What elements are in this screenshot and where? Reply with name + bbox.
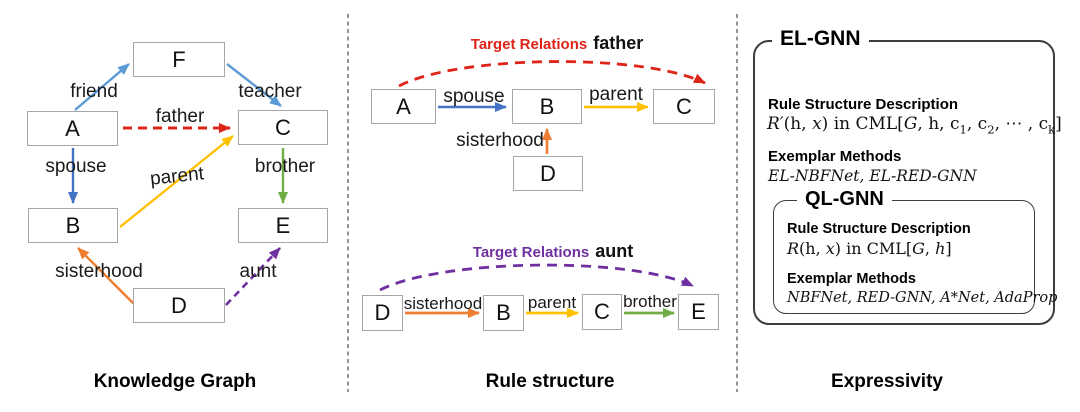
ql-gnn-methods-heading: Exemplar Methods bbox=[787, 271, 916, 287]
rule-aunt-node-b: B bbox=[483, 295, 524, 331]
kg-edge-sisterhood bbox=[77, 247, 137, 307]
rule-father-label-sisterhood: sisterhood bbox=[456, 130, 544, 151]
kg-edge-teacher bbox=[226, 63, 282, 107]
kg-node-b: B bbox=[28, 208, 118, 243]
el-gnn-title: EL-GNN bbox=[772, 27, 869, 52]
target-relation-name-aunt: aunt bbox=[595, 241, 634, 261]
rule-aunt-node-c: C bbox=[582, 294, 622, 330]
kg-label-friend: friend bbox=[70, 81, 118, 102]
kg-edge-parent bbox=[119, 135, 234, 228]
el-gnn-methods: EL-NBFNet, EL-RED-GNN bbox=[768, 167, 977, 185]
kg-label-father: father bbox=[155, 106, 205, 127]
ql-gnn-box bbox=[773, 200, 1035, 314]
rule-father-target-label: Target Relations father bbox=[471, 34, 643, 53]
target-relations-text-father: Target Relations bbox=[470, 36, 588, 53]
rule-father-label-parent: parent bbox=[589, 84, 643, 105]
caption-expressivity: Expressivity bbox=[831, 371, 943, 392]
rule-aunt-target-arc bbox=[379, 263, 694, 292]
kg-node-f: F bbox=[133, 42, 225, 77]
ql-gnn-methods: NBFNet, RED-GNN, A*Net, AdaProp bbox=[787, 290, 1058, 306]
ql-gnn-title: QL-GNN bbox=[797, 188, 892, 211]
kg-node-e: E bbox=[238, 208, 328, 243]
rule-aunt-label-parent: parent bbox=[527, 293, 577, 312]
rule-father-target-arc bbox=[398, 60, 706, 88]
rule-father-node-c: C bbox=[653, 89, 715, 124]
rule-aunt-node-e: E bbox=[678, 294, 719, 330]
kg-label-aunt: aunt bbox=[239, 261, 277, 282]
caption-knowledge-graph: Knowledge Graph bbox=[93, 371, 257, 392]
rule-aunt-target-label: Target Relations aunt bbox=[473, 242, 633, 261]
rule-father-node-d: D bbox=[513, 156, 583, 191]
kg-node-d: D bbox=[133, 288, 225, 323]
kg-label-sisterhood: sisterhood bbox=[55, 261, 143, 282]
kg-node-c: C bbox=[238, 110, 328, 145]
rule-father-node-a: A bbox=[371, 89, 436, 124]
target-relations-text-aunt: Target Relations bbox=[472, 244, 590, 261]
el-gnn-rule-heading: Rule Structure Description bbox=[768, 96, 959, 113]
el-gnn-formula: R′(h, x) in CML[G, h, c1, c2, ⋯ , ck] bbox=[767, 114, 1062, 137]
kg-node-a: A bbox=[27, 111, 118, 146]
kg-edge-friend bbox=[74, 63, 130, 111]
kg-label-spouse: spouse bbox=[45, 156, 107, 177]
ql-gnn-formula: R(h, x) in CML[G, h] bbox=[787, 239, 952, 258]
caption-rule-structure: Rule structure bbox=[485, 371, 615, 392]
kg-label-teacher: teacher bbox=[238, 81, 302, 102]
rule-aunt-node-d: D bbox=[362, 295, 403, 331]
target-relation-name-father: father bbox=[593, 33, 644, 53]
rule-father-node-b: B bbox=[512, 89, 582, 124]
el-gnn-methods-heading: Exemplar Methods bbox=[768, 148, 902, 165]
rule-aunt-label-sisterhood: sisterhood bbox=[403, 294, 483, 313]
rule-father-label-spouse: spouse bbox=[443, 86, 505, 107]
kg-edge-aunt bbox=[225, 247, 281, 306]
rule-aunt-label-brother: brother bbox=[623, 292, 677, 311]
kg-label-brother: brother bbox=[254, 156, 316, 177]
ql-gnn-rule-heading: Rule Structure Description bbox=[787, 221, 971, 237]
